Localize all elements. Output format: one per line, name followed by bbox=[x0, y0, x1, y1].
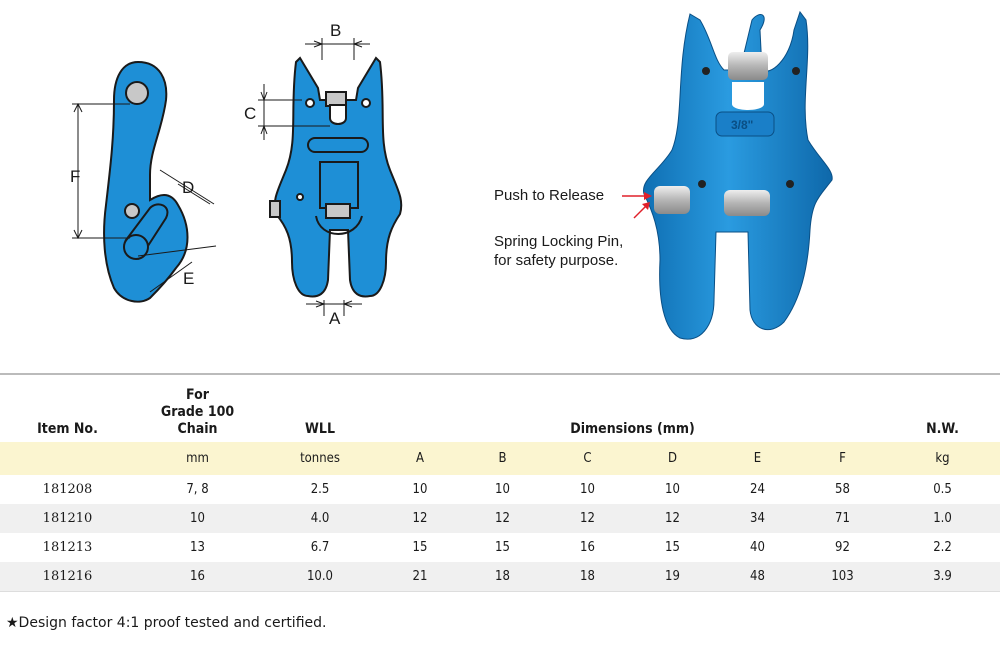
table-cell: 18 bbox=[545, 562, 630, 592]
label-A: A bbox=[329, 309, 341, 328]
product-figure: F D E B C A 3/8" bbox=[70, 10, 833, 340]
label-F: F bbox=[70, 167, 80, 186]
header-wll: WLL bbox=[260, 373, 380, 442]
unit-cell: tonnes bbox=[260, 442, 380, 475]
unit-cell: mm bbox=[135, 442, 260, 475]
table-cell: 48 bbox=[715, 562, 800, 592]
unit-cell: F bbox=[800, 442, 885, 475]
table-cell: 10 bbox=[495, 482, 510, 497]
label-C: C bbox=[244, 104, 256, 123]
side-view-drawing bbox=[103, 60, 189, 303]
table-row: 181210 10 4.0 12 12 12 12 34 71 1.0 bbox=[0, 504, 1000, 533]
table-cell: 2.2 bbox=[933, 540, 952, 555]
table-cell: 24 bbox=[750, 482, 765, 497]
unit-cell: C bbox=[545, 442, 630, 475]
table-cell: 0.5 bbox=[933, 482, 952, 497]
table-cell: 71 bbox=[800, 504, 885, 533]
unit-cell: kg bbox=[885, 442, 1000, 475]
table-cell: 4.0 bbox=[260, 504, 380, 533]
unit-cell bbox=[0, 442, 135, 475]
table-cell: 16 bbox=[135, 562, 260, 592]
unit-cell: A bbox=[380, 442, 460, 475]
header-row: Item No. For Grade 100 Chain WLL Dimensi… bbox=[0, 373, 1000, 442]
header-dimensions: Dimensions (mm) bbox=[380, 373, 885, 442]
table-cell: 58 bbox=[835, 482, 850, 497]
header-chain-line1: For bbox=[186, 387, 209, 403]
header-chain-line2: Grade 100 bbox=[160, 404, 235, 420]
header-nw: N.W. bbox=[885, 373, 1000, 442]
item-no-cell: 181208 bbox=[42, 482, 93, 497]
item-no-cell: 181213 bbox=[42, 540, 93, 555]
unit-cell: D bbox=[630, 442, 715, 475]
table-cell: 34 bbox=[715, 504, 800, 533]
table-row: 181208 7, 8 2.5 10 10 10 10 24 58 0.5 bbox=[0, 475, 1000, 504]
table-cell: 15 bbox=[665, 540, 680, 555]
table-cell: 15 bbox=[495, 540, 510, 555]
table-cell: 7, 8 bbox=[186, 482, 209, 497]
table-cell: 92 bbox=[835, 540, 850, 555]
unit-cell: B bbox=[460, 442, 545, 475]
label-B: B bbox=[330, 21, 341, 40]
callout-arrows bbox=[622, 192, 652, 219]
table-row: 181216 16 10.0 21 18 18 19 48 103 3.9 bbox=[0, 562, 1000, 592]
table-cell: 15 bbox=[412, 540, 428, 555]
table-cell: 13 bbox=[190, 540, 205, 555]
table-cell: 6.7 bbox=[310, 540, 330, 555]
table-cell: 2.5 bbox=[310, 482, 330, 497]
product-photo: 3/8" bbox=[643, 10, 833, 340]
units-row: mm tonnes A B C D E F kg bbox=[0, 442, 1000, 475]
table-cell: 12 bbox=[460, 504, 545, 533]
table-cell: 10 bbox=[665, 482, 680, 497]
item-no-cell: 181210 bbox=[0, 504, 135, 533]
table-cell: 18 bbox=[460, 562, 545, 592]
specification-table: Item No. For Grade 100 Chain WLL Dimensi… bbox=[0, 373, 1000, 592]
table-cell: 10 bbox=[580, 482, 595, 497]
table-cell: 1.0 bbox=[885, 504, 1000, 533]
table-cell: 10 bbox=[412, 482, 428, 497]
table-cell: 10.0 bbox=[260, 562, 380, 592]
table-cell: 12 bbox=[630, 504, 715, 533]
header-chain-line3: Chain bbox=[177, 421, 218, 437]
table-cell: 12 bbox=[380, 504, 460, 533]
table-cell: 21 bbox=[380, 562, 460, 592]
figure-svg: F D E B C A 3/8" bbox=[70, 10, 833, 340]
table-cell: 19 bbox=[630, 562, 715, 592]
item-no-cell: 181216 bbox=[0, 562, 135, 592]
table-cell: 16 bbox=[580, 540, 595, 555]
side-view-dimension-lines bbox=[72, 102, 217, 293]
front-view-dimension-lines bbox=[258, 38, 370, 316]
spring-pin-callout-line2: for safety purpose. bbox=[494, 252, 619, 269]
table-cell: 12 bbox=[545, 504, 630, 533]
table-cell: 10 bbox=[135, 504, 260, 533]
header-item-no: Item No. bbox=[0, 373, 135, 442]
front-view-drawing bbox=[269, 56, 403, 298]
table-cell: 103 bbox=[800, 562, 885, 592]
spring-pin-callout-line1: Spring Locking Pin, bbox=[494, 233, 624, 250]
footnote: ★Design factor 4:1 proof tested and cert… bbox=[6, 615, 327, 631]
size-marking: 3/8" bbox=[731, 118, 753, 132]
table-cell: 40 bbox=[750, 540, 765, 555]
table-cell: 3.9 bbox=[885, 562, 1000, 592]
header-chain-grade: For Grade 100 Chain bbox=[135, 373, 260, 442]
table-row: 181213 13 6.7 15 15 16 15 40 92 2.2 bbox=[0, 533, 1000, 562]
label-D: D bbox=[182, 178, 194, 197]
unit-cell: E bbox=[715, 442, 800, 475]
label-E: E bbox=[183, 269, 194, 288]
push-to-release-callout: Push to Release bbox=[494, 187, 605, 204]
